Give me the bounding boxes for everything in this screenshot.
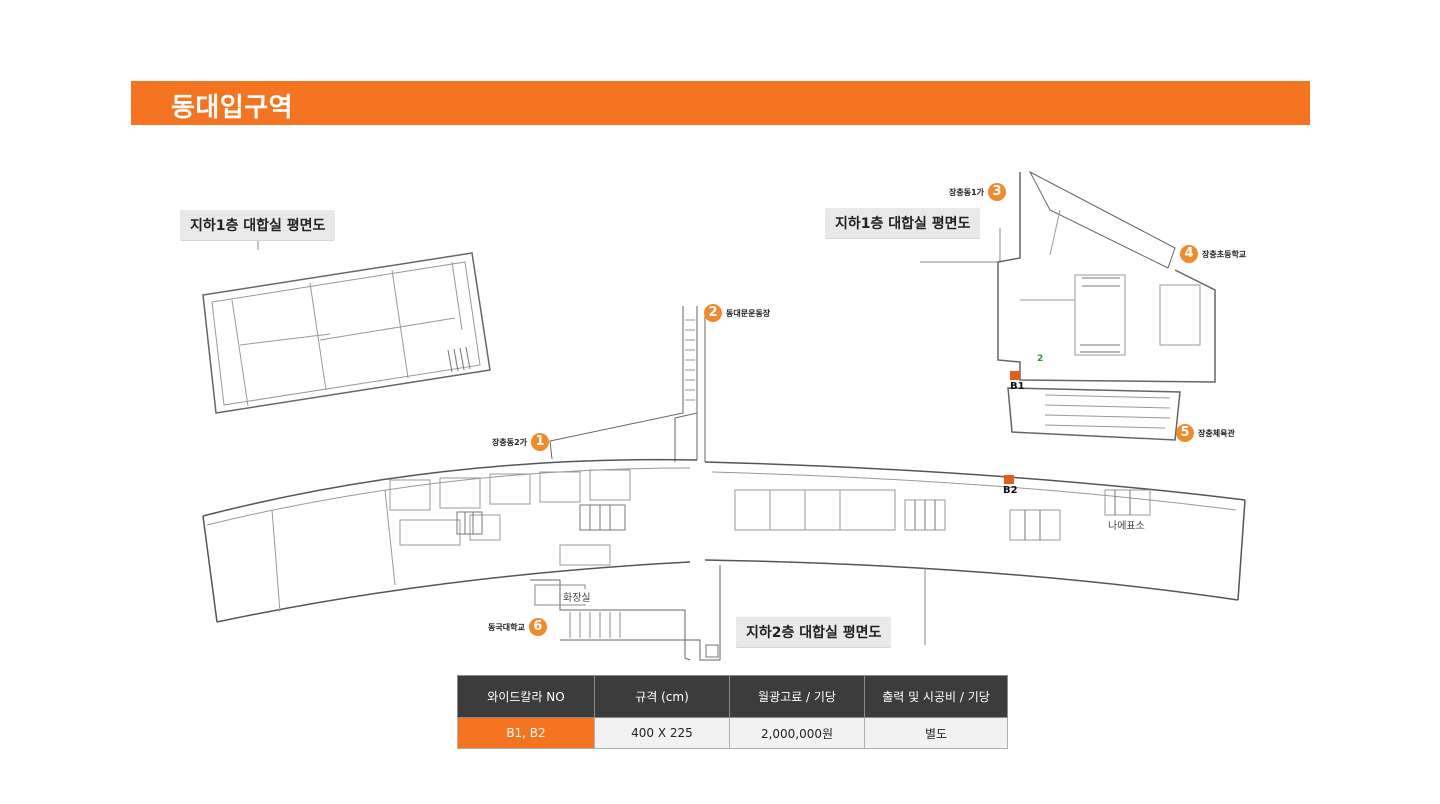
room-label-toilet: 화장실 xyxy=(561,589,593,604)
table-header-cell: 와이드칼라 NO xyxy=(457,675,595,718)
exit-marker-5: 5 장충체육관 xyxy=(1176,424,1235,442)
table-cell: 별도 xyxy=(864,717,1008,749)
exit-number-badge: 5 xyxy=(1176,424,1194,442)
exit-number-badge: 4 xyxy=(1180,245,1198,263)
table-cell: 2,000,000원 xyxy=(729,717,865,749)
exit-label: 장충체육관 xyxy=(1198,428,1235,438)
plan-label-b1-right: 지하1층 대합실 평면도 xyxy=(825,208,981,238)
exit-label: 동국대학교 xyxy=(488,622,525,632)
table-header-row: 와이드칼라 NO 규격 (cm) 월광고료 / 기당 출력 및 시공비 / 기당 xyxy=(457,675,1008,718)
table-header-cell: 규격 (cm) xyxy=(594,675,730,718)
exit-number-badge: 3 xyxy=(988,183,1007,201)
table-row: B1, B2 400 X 225 2,000,000원 별도 xyxy=(457,717,1008,749)
plan-label-b2: 지하2층 대합실 평면도 xyxy=(736,617,892,647)
board-location-b2 xyxy=(1004,475,1014,484)
exit-marker-2: 2 동대문운동장 xyxy=(704,304,770,322)
exit-label: 장충동2가 xyxy=(492,437,528,447)
board-label-b1: B1 xyxy=(1010,381,1025,392)
page-title: 동대입구역 xyxy=(171,93,294,123)
plan-label-b1-left: 지하1층 대합실 평면도 xyxy=(180,210,336,240)
table-header-cell: 출력 및 시공비 / 기당 xyxy=(864,675,1008,718)
board-location-b1 xyxy=(1010,371,1020,380)
table-cell: 400 X 225 xyxy=(594,717,730,749)
exit-marker-3: 장충동1가 3 xyxy=(949,183,1007,201)
exit-label: 동대문운동장 xyxy=(726,308,771,318)
section-banner: 동대입구역 xyxy=(131,81,1310,125)
marker-label: 2 xyxy=(1037,354,1044,364)
pricing-table: 와이드칼라 NO 규격 (cm) 월광고료 / 기당 출력 및 시공비 / 기당… xyxy=(457,675,1008,749)
room-label-lost-found: 나에표소 xyxy=(1106,517,1147,532)
table-header-cell: 월광고료 / 기당 xyxy=(729,675,865,718)
exit-marker-6: 동국대학교 6 xyxy=(488,618,547,636)
exit-label: 장충동1가 xyxy=(949,187,985,197)
exit-label: 장충초등학교 xyxy=(1202,249,1247,259)
board-label-b2: B2 xyxy=(1003,485,1018,496)
exit-marker-4: 4 장충초등학교 xyxy=(1180,245,1246,263)
exit-marker-1: 장충동2가 1 xyxy=(492,433,550,451)
exit-number-badge: 6 xyxy=(528,618,547,636)
exit-number-badge: 1 xyxy=(531,433,550,451)
table-cell: B1, B2 xyxy=(457,717,595,749)
exit-number-badge: 2 xyxy=(704,304,722,322)
